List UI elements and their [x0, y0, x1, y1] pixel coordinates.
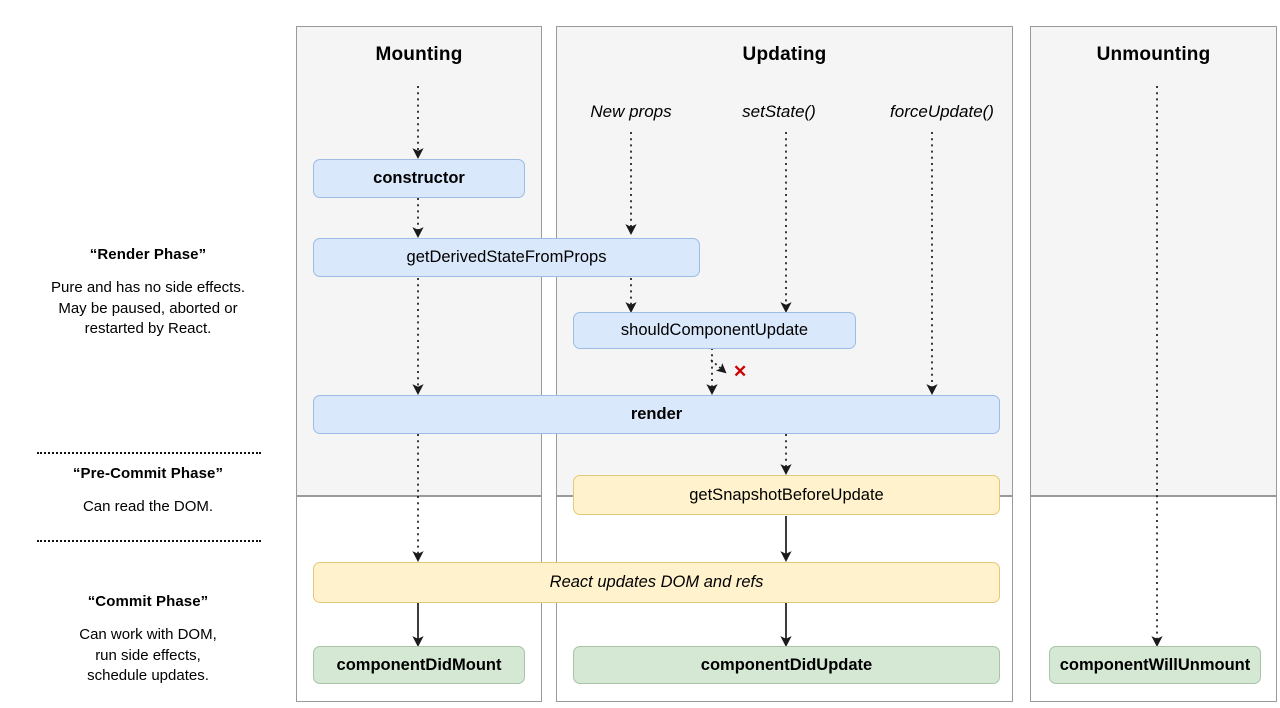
- legend-render-phase: “Render Phase” Pure and has no side effe…: [0, 245, 296, 340]
- node-component-will-unmount[interactable]: componentWillUnmount: [1049, 646, 1261, 684]
- column-title-mounting: Mounting: [375, 44, 463, 65]
- legend-commit-phase: “Commit Phase” Can work with DOM, run si…: [0, 592, 296, 687]
- legend-pre-commit-phase-title: “Pre-Commit Phase”: [72, 465, 224, 482]
- trigger-force-update: forceUpdate(): [890, 102, 994, 121]
- column-unmounting-upper: Unmounting: [1030, 26, 1277, 496]
- phase-legend: “Render Phase” Pure and has no side effe…: [0, 0, 296, 708]
- trigger-new-props: New props: [590, 102, 672, 121]
- node-component-did-update[interactable]: componentDidUpdate: [573, 646, 1000, 684]
- legend-pre-commit-phase: “Pre-Commit Phase” Can read the DOM.: [0, 464, 296, 518]
- node-component-did-mount[interactable]: componentDidMount: [313, 646, 525, 684]
- node-constructor[interactable]: constructor: [313, 159, 525, 198]
- node-get-derived-state-from-props[interactable]: getDerivedStateFromProps: [313, 238, 700, 277]
- legend-divider-top: [37, 452, 261, 454]
- node-render[interactable]: render: [313, 395, 1000, 434]
- node-should-component-update[interactable]: shouldComponentUpdate: [573, 312, 856, 349]
- node-get-snapshot-before-update[interactable]: getSnapshotBeforeUpdate: [573, 475, 1000, 515]
- legend-commit-phase-body: Can work with DOM, run side effects, sch…: [79, 626, 217, 684]
- node-react-updates-dom-and-refs[interactable]: React updates DOM and refs: [313, 562, 1000, 603]
- column-title-unmounting: Unmounting: [1096, 44, 1211, 65]
- skip-update-x-icon: ✕: [733, 362, 748, 381]
- column-title-updating: Updating: [742, 44, 827, 65]
- legend-render-phase-title: “Render Phase”: [89, 246, 207, 263]
- legend-commit-phase-title: “Commit Phase”: [87, 593, 209, 610]
- legend-render-phase-body: Pure and has no side effects. May be pau…: [50, 279, 246, 337]
- trigger-set-state: setState(): [742, 102, 816, 121]
- legend-pre-commit-phase-body: Can read the DOM.: [82, 498, 214, 515]
- legend-divider-bottom: [37, 540, 261, 542]
